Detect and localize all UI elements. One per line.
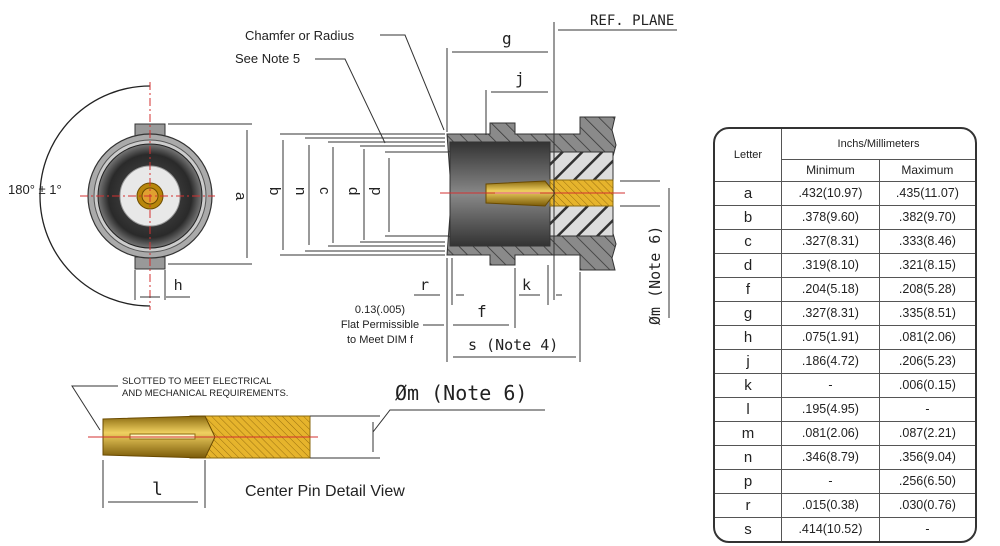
dim-h-label: h xyxy=(174,277,182,294)
dim-d-label: d xyxy=(345,187,362,195)
side-view: b n c d p Chamfer or Radius See Note 5 R… xyxy=(235,13,677,362)
m-note6-label: Øm (Note 6) xyxy=(395,381,527,405)
ref-plane-label: REF. PLANE xyxy=(590,13,674,29)
dim-n-label: n xyxy=(292,187,309,195)
dim-s-label: s (Note 4) xyxy=(468,336,558,354)
min-cell: .414(10.52) xyxy=(781,516,880,541)
max-cell: .382(9.70) xyxy=(878,204,975,230)
letter-cell: f xyxy=(715,276,782,302)
table-row: l.195(4.95)- xyxy=(715,396,975,422)
table-row: n.346(8.79).356(9.04) xyxy=(715,444,975,470)
dim-c-label: c xyxy=(316,187,333,195)
min-cell: .195(4.95) xyxy=(781,396,880,422)
letter-cell: g xyxy=(715,300,782,326)
max-cell: .335(8.51) xyxy=(878,300,975,326)
letter-cell: h xyxy=(715,324,782,350)
min-cell: - xyxy=(781,372,880,398)
m-note6-vertical-label: Øm (Note 6) xyxy=(646,226,664,325)
dim-j-label: j xyxy=(515,69,525,88)
center-pin-detail: SLOTTED TO MEET ELECTRICAL AND MECHANICA… xyxy=(71,376,545,508)
letter-cell: m xyxy=(715,420,782,446)
max-cell: - xyxy=(878,396,975,422)
table-row: m.081(2.06).087(2.21) xyxy=(715,420,975,446)
max-cell: .333(8.46) xyxy=(878,228,975,254)
header-maximum: Maximum xyxy=(878,158,975,182)
min-cell: .346(8.79) xyxy=(781,444,880,470)
table-row: f.204(5.18).208(5.28) xyxy=(715,276,975,302)
see-note5-label: See Note 5 xyxy=(235,51,300,66)
table-row: a.432(10.97).435(11.07) xyxy=(715,180,975,206)
table-row: p-.256(6.50) xyxy=(715,468,975,494)
table-row: j.186(4.72).206(5.23) xyxy=(715,348,975,374)
dim-b-label: b xyxy=(266,187,283,195)
letter-cell: r xyxy=(715,492,782,518)
dim-g-label: g xyxy=(502,29,512,48)
table-row: g.327(8.31).335(8.51) xyxy=(715,300,975,326)
chamfer-label: Chamfer or Radius xyxy=(245,28,355,43)
table-row: d.319(8.10).321(8.15) xyxy=(715,252,975,278)
max-cell: .081(2.06) xyxy=(878,324,975,350)
letter-cell: l xyxy=(715,396,782,422)
min-cell: - xyxy=(781,468,880,494)
min-cell: .327(8.31) xyxy=(781,228,880,254)
letter-cell: b xyxy=(715,204,782,230)
min-cell: .081(2.06) xyxy=(781,420,880,446)
max-cell: .321(8.15) xyxy=(878,252,975,278)
slotted-note-line2: AND MECHANICAL REQUIREMENTS. xyxy=(122,388,288,399)
min-cell: .327(8.31) xyxy=(781,300,880,326)
header-minimum: Minimum xyxy=(781,158,880,182)
min-cell: .378(9.60) xyxy=(781,204,880,230)
table-row: r.015(0.38).030(0.76) xyxy=(715,492,975,518)
flat-note-line1: 0.13(.005) xyxy=(355,304,405,316)
min-cell: .319(8.10) xyxy=(781,252,880,278)
letter-cell: n xyxy=(715,444,782,470)
max-cell: .087(2.21) xyxy=(878,420,975,446)
min-cell: .015(0.38) xyxy=(781,492,880,518)
letter-cell: a xyxy=(715,180,782,206)
flat-note-line3: to Meet DIM f xyxy=(347,334,414,346)
min-cell: .075(1.91) xyxy=(781,324,880,350)
max-cell: .206(5.23) xyxy=(878,348,975,374)
dim-k-label: k xyxy=(522,276,531,294)
dim-l-label: l xyxy=(152,479,163,500)
max-cell: .208(5.28) xyxy=(878,276,975,302)
angle-label: 180° ± 1° xyxy=(8,182,62,197)
letter-cell: p xyxy=(715,468,782,494)
min-cell: .204(5.18) xyxy=(781,276,880,302)
max-cell: .435(11.07) xyxy=(878,180,975,206)
table-row: h.075(1.91).081(2.06) xyxy=(715,324,975,350)
max-cell: .256(6.50) xyxy=(878,468,975,494)
max-cell: - xyxy=(878,516,975,541)
table-row: k-.006(0.15) xyxy=(715,372,975,398)
letter-cell: c xyxy=(715,228,782,254)
min-cell: .186(4.72) xyxy=(781,348,880,374)
table-row: s.414(10.52)- xyxy=(715,516,975,541)
dim-f-label: f xyxy=(477,302,487,321)
letter-cell: s xyxy=(715,516,782,541)
letter-cell: j xyxy=(715,348,782,374)
pin-view-title: Center Pin Detail View xyxy=(245,483,405,500)
flat-note-line2: Flat Permissible xyxy=(341,319,419,331)
angle-arc xyxy=(39,85,151,307)
max-cell: .356(9.04) xyxy=(878,444,975,470)
max-cell: .006(0.15) xyxy=(878,372,975,398)
table-row: b.378(9.60).382(9.70) xyxy=(715,204,975,230)
table-body: a.432(10.97).435(11.07)b.378(9.60).382(9… xyxy=(715,180,975,541)
header-units: Inchs/Millimeters xyxy=(781,129,975,160)
dim-p-label: p xyxy=(368,187,385,195)
dim-r-label: r xyxy=(420,276,429,294)
dim-a-label: a xyxy=(232,192,249,201)
letter-cell: k xyxy=(715,372,782,398)
letter-cell: d xyxy=(715,252,782,278)
max-cell: .030(0.76) xyxy=(878,492,975,518)
table-row: c.327(8.31).333(8.46) xyxy=(715,228,975,254)
slotted-note-line1: SLOTTED TO MEET ELECTRICAL xyxy=(122,376,271,387)
min-cell: .432(10.97) xyxy=(781,180,880,206)
dimension-table: Letter Inchs/Millimeters Minimum Maximum… xyxy=(713,127,977,543)
front-view: 180° ± 1° a h xyxy=(8,82,252,310)
header-letter: Letter xyxy=(715,129,782,182)
